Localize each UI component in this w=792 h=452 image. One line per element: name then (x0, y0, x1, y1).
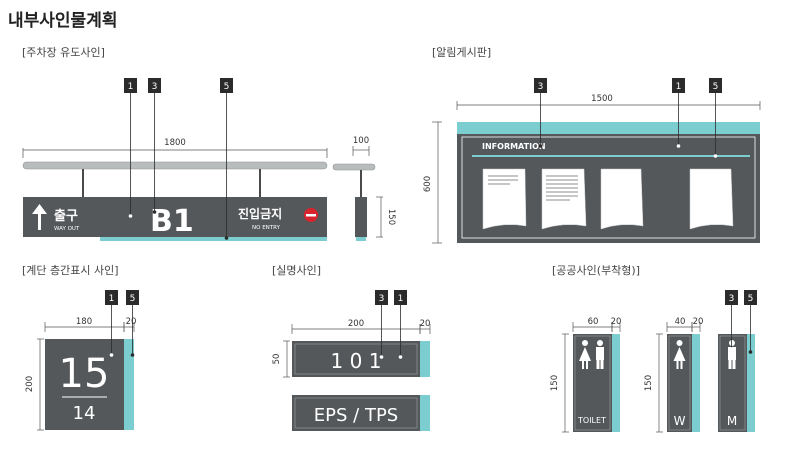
stair-accent-edge (124, 339, 134, 430)
svg-text:3: 3 (538, 82, 544, 92)
svg-text:5: 5 (130, 294, 136, 304)
marker-parking-3: 3 (148, 78, 161, 214)
toilet-label: TOILET (577, 416, 606, 425)
section-title-notice: [알림게시판] (432, 46, 492, 59)
room-name: EPS / TPS (314, 405, 398, 426)
stair-width-label: 180 (76, 317, 92, 327)
notice-accent-top (457, 122, 760, 134)
svg-text:5: 5 (748, 294, 754, 304)
women-width-label: 40 (675, 317, 686, 327)
marker-restroom-5: 5 (744, 290, 757, 354)
parking-sign-group: 1800 출구 WAY OUT B1 진입금지 NO ENTRY 1 (22, 78, 328, 241)
stair-height-label: 200 (25, 376, 35, 392)
woman-icon (673, 340, 686, 369)
side-height-label: 150 (386, 209, 396, 225)
notice-paper-1 (482, 168, 527, 230)
section-title-restroom: [공공사인(부착형)] (552, 264, 641, 277)
women-label: W (674, 414, 686, 428)
toilet-height-label: 150 (550, 375, 560, 391)
section-title-room: [실명사인] (272, 264, 322, 277)
marker-room-1: 1 (394, 290, 407, 359)
side-width-label: 100 (353, 136, 369, 146)
room-sign-group: 200 20 50 1 0 1 EPS / TPS 3 1 (272, 290, 430, 431)
svg-text:3: 3 (379, 294, 385, 304)
restroom-sign-group: 60 20 150 TOILET 40 20 (550, 290, 757, 433)
page-title: 내부사인물계획 (8, 11, 118, 31)
floor-sub-number: 14 (73, 403, 96, 424)
parking-side-view: 100 150 (332, 136, 396, 241)
exit-sublabel: WAY OUT (54, 226, 80, 232)
notice-height-label: 600 (423, 176, 433, 192)
notice-width-label: 1500 (591, 94, 613, 104)
women-edge-label: 20 (693, 317, 704, 327)
marker-stair-5: 5 (126, 290, 139, 357)
section-title-parking: [주차장 유도사인] (22, 46, 105, 59)
marker-stair-1: 1 (105, 290, 118, 357)
parking-width-label: 1800 (164, 138, 186, 148)
women-height-label: 150 (644, 375, 654, 391)
up-arrow-icon (32, 204, 47, 230)
stair-edge-label: 20 (126, 317, 137, 327)
no-entry-label: 진입금지 (238, 206, 282, 221)
notice-paper-2 (541, 168, 587, 230)
marker-restroom-3: 3 (725, 290, 738, 351)
marker-parking-5: 5 (220, 78, 233, 240)
room-width-label: 200 (348, 319, 364, 329)
notice-paper-3 (600, 168, 644, 230)
man-icon (728, 340, 736, 369)
marker-notice-3: 3 (534, 78, 547, 148)
floor-label: B1 (150, 204, 194, 239)
marker-room-3: 3 (375, 290, 388, 359)
marker-notice-5: 5 (709, 78, 722, 158)
room-name-panel (292, 395, 420, 431)
exit-label: 출구 (54, 208, 78, 224)
marker-parking-1: 1 (124, 78, 137, 218)
floor-main-number: 15 (59, 351, 110, 397)
woman-icon (579, 340, 591, 369)
room-number: 1 0 1 (331, 349, 382, 373)
section-title-stair: [계단 층간표시 사인] (22, 264, 119, 277)
notice-header: INFORMATION (482, 142, 546, 151)
svg-text:3: 3 (152, 82, 158, 92)
toilet-edge-label: 20 (611, 317, 622, 327)
svg-text:1: 1 (676, 82, 682, 92)
no-entry-icon (304, 208, 318, 222)
room-edge-label: 20 (420, 319, 431, 329)
parking-sign-panel (23, 197, 327, 237)
no-entry-sublabel: NO ENTRY (252, 225, 281, 231)
man-icon (596, 340, 604, 369)
stair-sign-group: 180 20 200 15 14 1 5 (25, 290, 139, 431)
parking-width-dimension (22, 148, 328, 158)
marker-notice-1: 1 (672, 78, 685, 148)
svg-text:1: 1 (128, 82, 134, 92)
notice-paper-4 (689, 168, 734, 230)
svg-text:3: 3 (729, 294, 735, 304)
men-label: M (727, 414, 737, 428)
parking-accent-strip (100, 237, 327, 241)
ceiling-rail (22, 161, 328, 170)
room-number-panel (292, 341, 420, 377)
toilet-width-label: 60 (588, 317, 599, 327)
room-height-label: 50 (272, 354, 282, 365)
svg-text:5: 5 (713, 82, 719, 92)
svg-text:1: 1 (398, 294, 404, 304)
svg-text:5: 5 (224, 82, 230, 92)
toilet-sign-panel (573, 334, 612, 432)
notice-board-group: 1500 600 INFORMATION 3 1 (423, 78, 761, 244)
svg-text:1: 1 (109, 294, 115, 304)
